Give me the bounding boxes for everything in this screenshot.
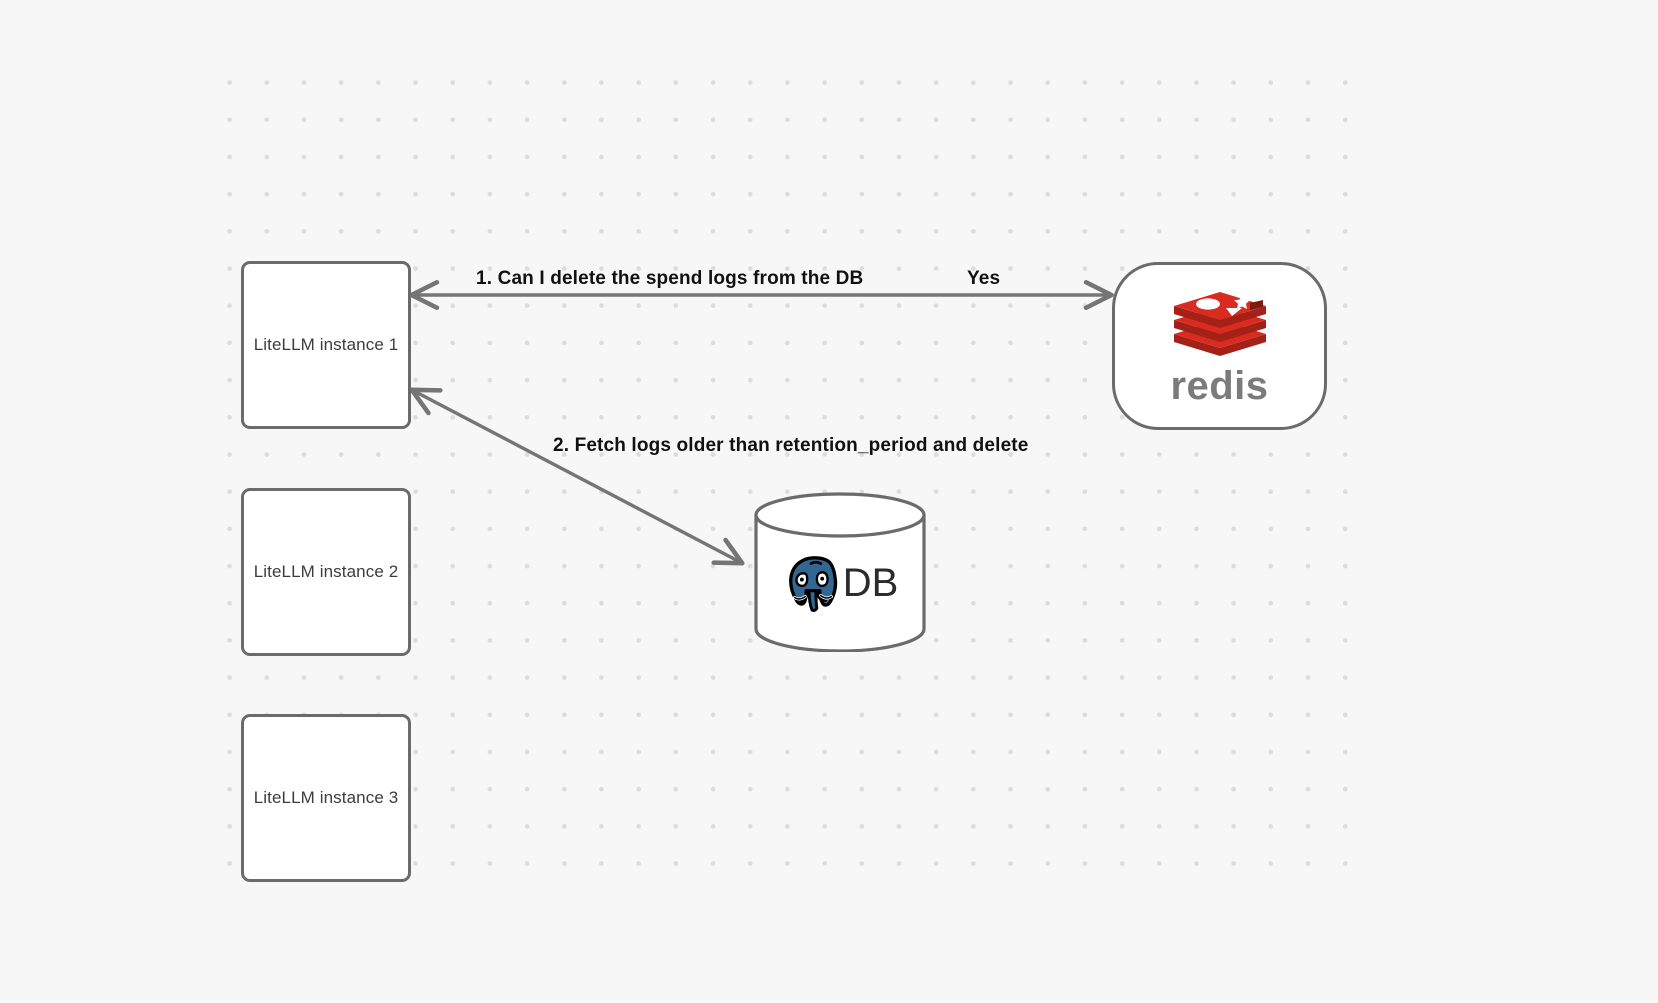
cylinder-shape: [754, 492, 926, 652]
database-label: DB: [842, 561, 899, 605]
node-litellm-instance-1[interactable]: LiteLLM instance 1: [241, 261, 411, 429]
edge-label-step-1-response: Yes: [967, 268, 1001, 289]
redis-logo-icon: [1170, 286, 1270, 364]
postgresql-elephant-icon: [782, 552, 844, 614]
node-redis[interactable]: redis: [1112, 262, 1327, 430]
node-database[interactable]: DB: [753, 492, 927, 652]
redis-wordmark: redis: [1170, 364, 1269, 408]
node-litellm-instance-1-label: LiteLLM instance 1: [253, 335, 399, 354]
node-litellm-instance-3[interactable]: LiteLLM instance 3: [241, 714, 411, 882]
edge-label-step-2: 2. Fetch logs older than retention_perio…: [553, 435, 1029, 456]
node-litellm-instance-2[interactable]: LiteLLM instance 2: [241, 488, 411, 656]
node-litellm-instance-3-label: LiteLLM instance 3: [253, 788, 399, 807]
edge-litellm1-db: [409, 387, 745, 566]
node-litellm-instance-2-label: LiteLLM instance 2: [253, 562, 399, 581]
edge-label-step-1: 1. Can I delete the spend logs from the …: [476, 268, 864, 289]
